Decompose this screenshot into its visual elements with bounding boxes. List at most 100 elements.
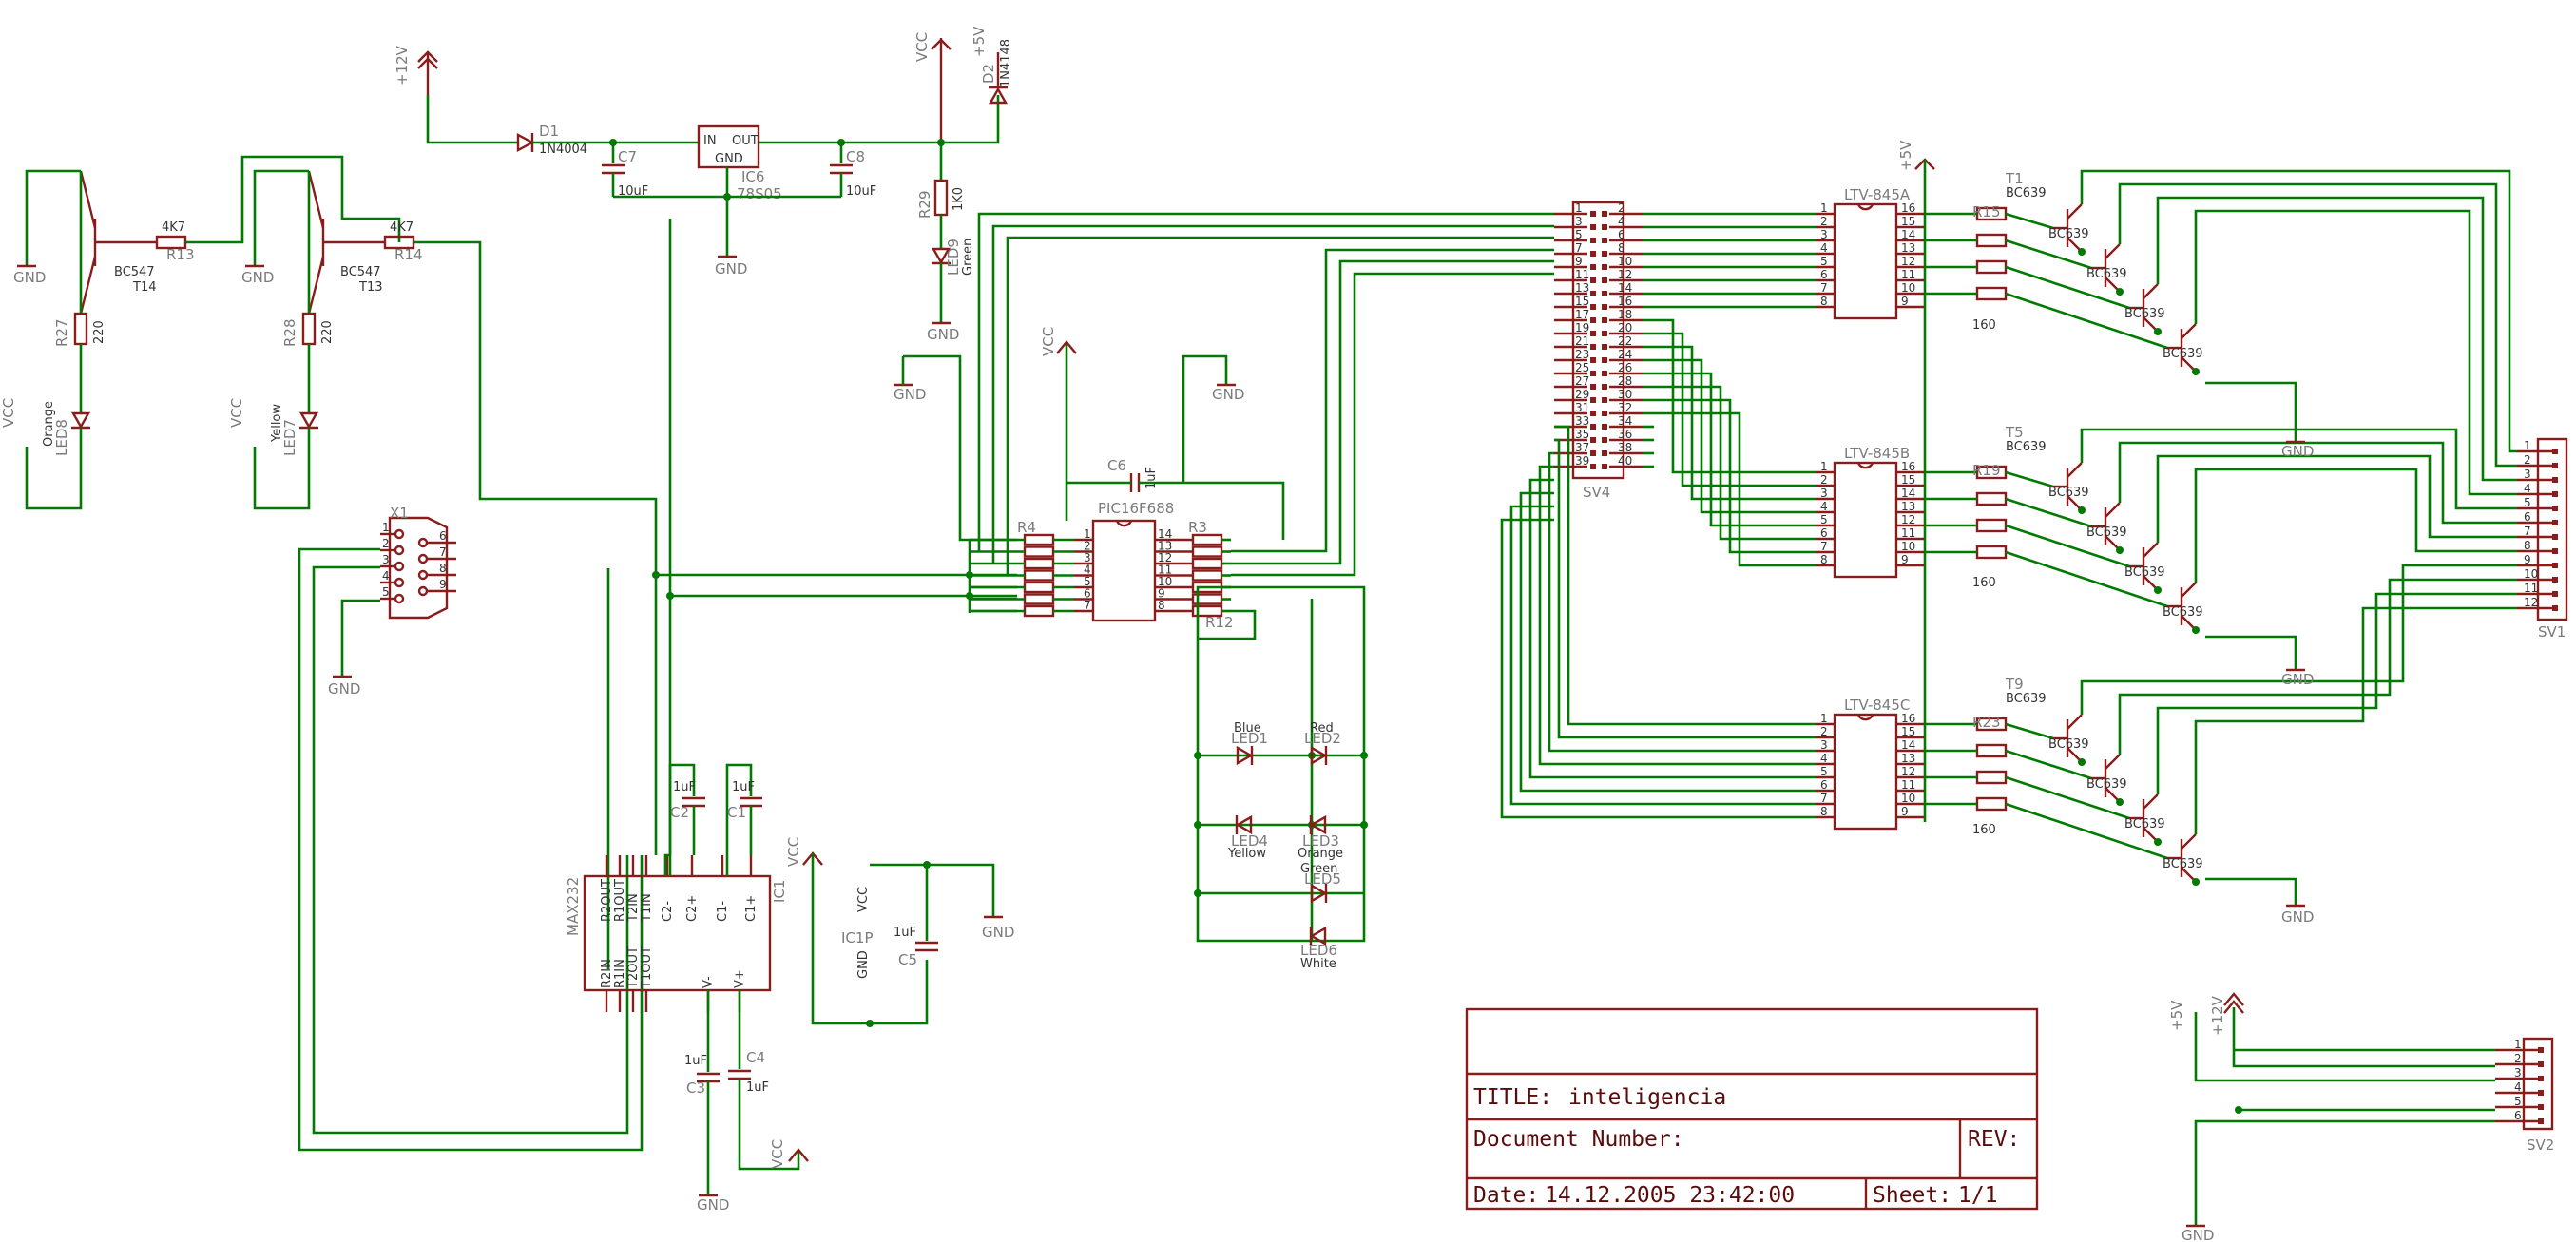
ltv-pin-label: 4 xyxy=(1820,241,1828,255)
led-led4: LED4 Yellow xyxy=(1227,814,1268,861)
svg-text:VCC: VCC xyxy=(769,1139,786,1169)
transistor-driver-t14: GND BC547 T14 4K7 R13 R27 220 LED8 Orang… xyxy=(0,155,401,510)
transistor-value-label: BC639 xyxy=(2086,525,2127,540)
sv1-pin-label: 9 xyxy=(2524,553,2531,566)
svg-text:R13: R13 xyxy=(166,246,195,263)
svg-text:LTV-845B: LTV-845B xyxy=(1844,445,1910,462)
max232-pin-label: T2OUT xyxy=(626,946,641,989)
ltv-pin-label: 16 xyxy=(1901,712,1915,725)
svg-text:Yellow: Yellow xyxy=(1227,847,1266,861)
svg-text:VCC: VCC xyxy=(913,32,931,62)
sv1-pin-label: 1 xyxy=(2524,439,2531,452)
ic6-out-pin: OUT xyxy=(732,134,759,148)
sv4-pin-label: 15 xyxy=(1575,295,1589,308)
sv1-pin-label: 10 xyxy=(2524,567,2538,581)
svg-text:1K0: 1K0 xyxy=(952,187,966,211)
transistor-value-label: BC639 xyxy=(2163,347,2203,361)
x1-pin-label: 9 xyxy=(439,578,447,591)
transistor-value-label: BC639 xyxy=(2086,267,2127,281)
ltv-pin-label: 10 xyxy=(1901,281,1915,295)
svg-text:160: 160 xyxy=(1972,318,1996,333)
ltv-pin-label: 7 xyxy=(1820,281,1828,295)
sv4-pin-label: 7 xyxy=(1575,241,1583,255)
c7-name: C7 xyxy=(618,148,637,165)
sv4-pin-label: 38 xyxy=(1618,441,1632,454)
sv1-pin-label: 4 xyxy=(2524,482,2531,495)
svg-text:1uF: 1uF xyxy=(684,1054,707,1068)
ltv-pin-label: 6 xyxy=(1820,778,1828,792)
transistor-value-label: BC639 xyxy=(2163,605,2203,620)
transistor-value-label: BC639 xyxy=(2124,817,2165,831)
ltv-pin-label: 12 xyxy=(1901,765,1915,778)
sv4-pin-label: 6 xyxy=(1618,228,1625,241)
svg-text:T1: T1 xyxy=(2005,170,2024,187)
svg-text:LED2: LED2 xyxy=(1304,730,1341,747)
capacitor-c4: C4 1uF xyxy=(728,990,800,1171)
svg-text:R19: R19 xyxy=(1972,462,2001,479)
transistor-value-label: BC639 xyxy=(2048,227,2089,241)
svg-text:1uF: 1uF xyxy=(673,780,696,794)
svg-text:C3: C3 xyxy=(686,1080,705,1097)
svg-text:PIC16F688: PIC16F688 xyxy=(1098,500,1174,517)
sv4-pin-label: 34 xyxy=(1618,414,1632,428)
svg-text:MAX232: MAX232 xyxy=(565,877,582,936)
ic6-name: IC6 xyxy=(741,168,764,185)
pic-pin-label: 14 xyxy=(1158,527,1172,541)
sv4-pin-label: 3 xyxy=(1575,215,1583,228)
x1-pin-label: 8 xyxy=(439,562,447,575)
ltv-pin-label: 9 xyxy=(1901,553,1909,566)
transistor-value-label: BC639 xyxy=(2048,737,2089,752)
sv4-pin-label: 29 xyxy=(1575,388,1589,401)
pic-pin-label: 13 xyxy=(1158,540,1172,553)
svg-text:1uF: 1uF xyxy=(894,926,916,940)
ltv-pin-label: 13 xyxy=(1901,500,1915,513)
max232-pin-label: R2IN xyxy=(600,959,614,988)
svg-text:LED9: LED9 xyxy=(945,239,962,276)
sv4-pin-label: 9 xyxy=(1575,255,1583,268)
sv4-pin-label: 13 xyxy=(1575,281,1589,295)
sv4-pin-label: 22 xyxy=(1618,334,1632,348)
svg-text:GND: GND xyxy=(241,269,274,286)
x1-pin-label: 3 xyxy=(382,553,390,566)
sv4-pin-label: 33 xyxy=(1575,414,1589,428)
ltv-pin-label: 15 xyxy=(1901,215,1915,228)
p5v-supply-symbol-d2: +5V xyxy=(971,26,988,57)
sv1-pin-label: 5 xyxy=(2524,496,2531,509)
transistor-value-label: BC639 xyxy=(2163,857,2203,871)
pic-pin-label: 10 xyxy=(1158,575,1172,588)
diode-d2: D2 1N4148 xyxy=(980,39,1013,105)
max232-pin-label: R1IN xyxy=(613,959,627,988)
c7-value: 10uF xyxy=(618,184,648,199)
svg-text:+5V: +5V xyxy=(971,26,988,57)
ltv-pin-label: 4 xyxy=(1820,500,1828,513)
x1-pin-label: 1 xyxy=(382,521,390,534)
ltv-pin-label: 3 xyxy=(1820,487,1828,500)
sheet-value: 1/1 xyxy=(1958,1183,1998,1208)
ltv-pin-label: 6 xyxy=(1820,526,1828,540)
sv4-pin-label: 26 xyxy=(1618,361,1632,374)
pic-pin-label: 4 xyxy=(1084,564,1091,577)
svg-text:1uF: 1uF xyxy=(746,1080,769,1095)
x1-pin-label: 4 xyxy=(382,569,390,583)
svg-text:GND: GND xyxy=(13,269,46,286)
svg-text:GND: GND xyxy=(715,260,747,277)
transistor-driver-t13: GND BC547 T13 4K7 R14 R28 220 LED7 Yello… xyxy=(228,169,658,575)
resistor-network-r4: R4 xyxy=(966,519,1074,618)
sv2-pin-label: 2 xyxy=(2514,1052,2522,1065)
ltv-pin-label: 6 xyxy=(1820,268,1828,281)
svg-text:Yellow: Yellow xyxy=(270,404,284,443)
max232-pin-label: V- xyxy=(702,976,716,988)
ltv-pin-label: 15 xyxy=(1901,725,1915,738)
svg-text:220: 220 xyxy=(92,320,106,344)
svg-text:T14: T14 xyxy=(132,280,156,295)
sv1-pin-label: 6 xyxy=(2524,510,2531,524)
ltv-pin-label: 11 xyxy=(1901,268,1915,281)
ltv-pin-label: 5 xyxy=(1820,255,1828,268)
ltv-pin-label: 8 xyxy=(1820,295,1828,308)
svg-text:Blue: Blue xyxy=(1234,721,1261,736)
